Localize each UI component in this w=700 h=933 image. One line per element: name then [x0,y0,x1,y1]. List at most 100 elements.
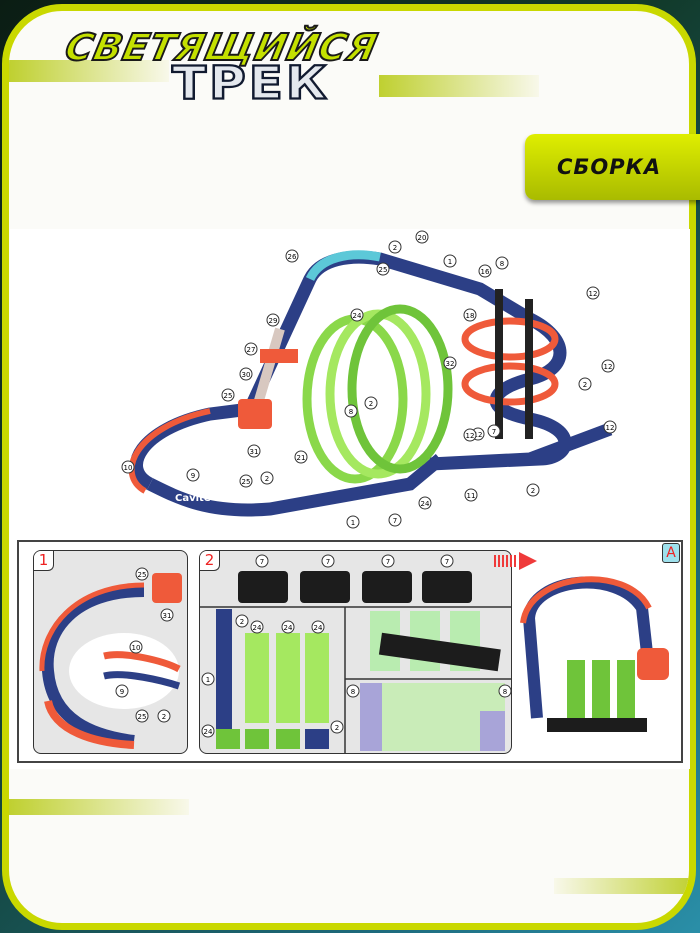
callout-number: 30 [242,371,251,379]
callout-number: 25 [138,713,147,721]
callout-circle [463,428,477,442]
callout-circle [440,554,454,568]
callout-circle [526,483,540,497]
callout-circle [478,264,492,278]
callout-number: 24 [353,312,362,320]
callout-number: 8 [351,688,355,696]
callout-circle [255,554,269,568]
callout-number: 2 [240,618,244,626]
callout-circle [346,684,360,698]
section-badge-label: СБОРКА [557,155,662,179]
callout-circle [266,313,280,327]
callout-number: 10 [124,464,133,472]
callout-number: 7 [445,558,449,566]
callout-circle [244,342,258,356]
callout-circle [418,496,432,510]
callout-circle [330,720,344,734]
step-2-panel: 2 7 7 7 7 2 24 24 24 1 24 2 8 8 [199,550,512,754]
arrow-right-icon [493,552,537,570]
callout-circle [121,460,135,474]
callout-number: 7 [326,558,330,566]
logo-title-line2: ТРЕК [171,56,330,110]
callout-number: 8 [349,408,353,416]
callout-number: 1 [206,676,210,684]
callout-number: 24 [314,624,323,632]
callout-number: 24 [421,500,430,508]
callout-circle [364,396,378,410]
callout-number: 2 [162,713,166,721]
callout-circle [285,249,299,263]
brand-label: Cavite TRACK [175,493,253,504]
callout-circle [115,684,129,698]
callout-number: 8 [503,688,507,696]
callout-number: 25 [224,392,233,400]
callout-number: 20 [418,234,427,242]
result-label: A [662,543,680,563]
callout-circle [464,488,478,502]
callout-number: 16 [481,268,490,276]
callout-circle [586,286,600,300]
callout-number: 8 [500,260,504,268]
callout-number: 26 [288,253,297,261]
callout-circle [250,620,264,634]
callout-circle [415,230,429,244]
callout-circle [463,308,477,322]
section-badge: СБОРКА [525,134,700,200]
callout-circle [239,367,253,381]
callout-circle [160,608,174,622]
callout-number: 2 [369,400,373,408]
callout-circle [350,308,364,322]
callout-number: 7 [393,517,397,525]
callout-number: 12 [474,431,483,439]
callout-number: 2 [393,244,397,252]
callout-circle [495,256,509,270]
callout-circle [239,474,253,488]
callout-circle [443,254,457,268]
callout-number: 24 [204,728,213,736]
track-straight [147,454,445,517]
callout-circle [381,554,395,568]
callout-number: 9 [191,472,195,480]
decor-stripe [379,75,539,97]
callout-circle [344,404,358,418]
callout-number: 1 [351,519,355,527]
callout-number: 25 [242,478,251,486]
callout-circle [498,684,511,698]
callout-circle [247,444,261,458]
callout-circle [601,359,615,373]
callout-number: 7 [260,558,264,566]
decor-stripe [9,799,189,815]
callout-circle [235,614,249,628]
callout-number: 7 [492,428,496,436]
callout-number: 24 [284,624,293,632]
decor-stripe [554,878,689,894]
callout-circle [388,240,402,254]
launcher [238,399,272,429]
callout-circle [388,513,402,527]
support-piece [260,349,298,363]
callout-number: 1 [448,258,452,266]
step-number: 1 [34,551,54,571]
callout-circle [376,262,390,276]
callout-number: 2 [335,724,339,732]
callout-circle [443,356,457,370]
spiral-tower [461,317,559,406]
rail-curve [128,408,211,494]
callout-number: 12 [589,290,598,298]
callout-circle [321,554,335,568]
step-number: 2 [200,551,220,571]
callout-circle [201,724,215,738]
result-illustration [520,576,669,732]
callout-number: 24 [253,624,262,632]
step-2-illustration: 7 7 7 7 2 24 24 24 1 24 2 8 8 [200,554,511,753]
callout-circle [294,450,308,464]
callout-number: 10 [132,644,141,652]
callout-number: 12 [466,432,475,440]
callout-number: 7 [386,558,390,566]
glow-curve [305,250,381,282]
callout-number: 12 [604,363,613,371]
